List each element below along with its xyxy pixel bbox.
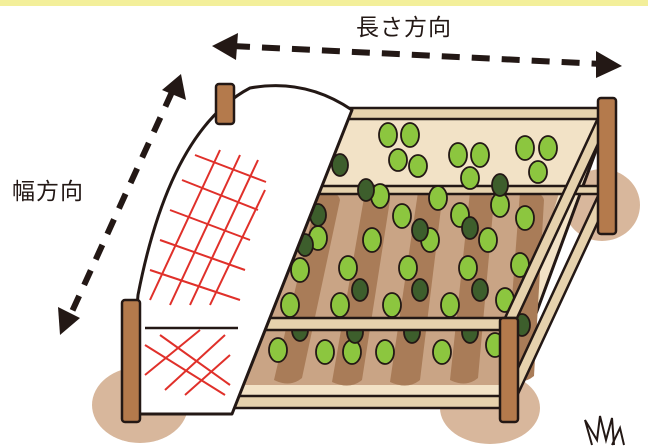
posts — [120, 82, 618, 424]
grass-tuft — [584, 415, 625, 446]
width-direction-label: 幅方向 — [12, 179, 84, 205]
seedlings — [268, 122, 558, 365]
row-cover — [126, 84, 354, 416]
top-band — [0, 0, 648, 6]
length-direction-arrow — [212, 33, 622, 78]
length-direction-label: 長さ方向 — [356, 15, 452, 41]
width-direction-arrow — [58, 74, 186, 335]
